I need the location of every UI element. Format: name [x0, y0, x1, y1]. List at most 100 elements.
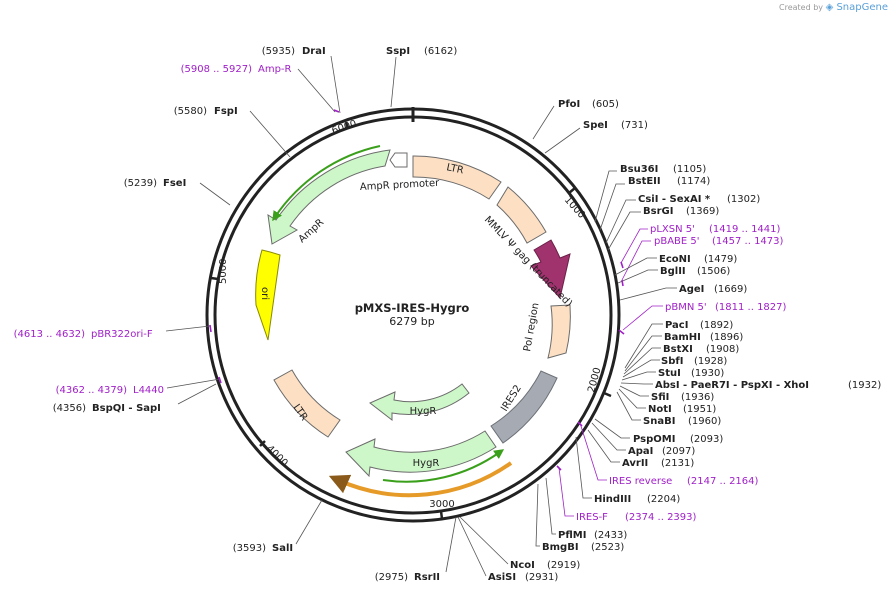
site-bsu36i[interactable]: Bsu36I (1105) — [620, 164, 706, 175]
leader-asisi — [457, 516, 487, 577]
site-bglii[interactable]: BglII (1506) — [660, 266, 730, 277]
site-bspqi-sapi[interactable]: (4356) BspQI - SapI — [53, 403, 161, 414]
site-pflmi[interactable]: PflMI (2433) — [558, 530, 627, 541]
site-sfii[interactable]: SfiI (1936) — [651, 392, 714, 403]
site-hindiii[interactable]: HindIII (2204) — [594, 494, 680, 505]
site-pfoi[interactable]: PfoI (605) — [558, 99, 619, 110]
site-bsrgi-name: BsrGI — [643, 206, 673, 217]
site-sspi-name: SspI — [386, 46, 410, 57]
site-apai[interactable]: ApaI (2097) — [628, 446, 695, 457]
feature-label-hygr-long: HygR — [413, 458, 440, 469]
site-fsei-pos: (5239) — [124, 178, 157, 189]
leader-csii — [605, 199, 636, 244]
site-bglii-name: BglII — [660, 266, 686, 277]
site-pflmi-pos: (2433) — [594, 530, 627, 541]
feature-label-pol: Pol region — [522, 302, 541, 353]
site-sali[interactable]: (3593) SalI — [233, 543, 293, 554]
plasmid-size: 6279 bp — [389, 315, 434, 328]
site-sfii-pos: (1936) — [681, 392, 714, 403]
site-stui[interactable]: StuI (1930) — [658, 368, 724, 379]
site-drai-name: DraI — [302, 46, 326, 57]
site-rsrii[interactable]: (2975) RsrII — [375, 572, 440, 583]
site-pspomi[interactable]: PspOMI (2093) — [633, 434, 723, 445]
leader-pfoi — [532, 105, 555, 140]
site-fspi[interactable]: (5580) FspI — [174, 106, 238, 117]
site-pfoi-name: PfoI — [558, 99, 580, 110]
tick-4000 — [259, 440, 266, 447]
leader-pflmi — [545, 477, 556, 535]
site-stui-name: StuI — [658, 368, 681, 379]
primer-bar-ampr — [272, 145, 381, 222]
tick-marks — [210, 121, 612, 520]
leader-l4440 — [166, 378, 221, 389]
leader-bglii — [617, 269, 658, 284]
site-amp-r-name: Amp-R — [258, 64, 292, 75]
leader-ires-reverse — [579, 422, 607, 481]
site-amp-r[interactable]: (5908 .. 5927) Amp-R — [181, 64, 292, 75]
site-fsei[interactable]: (5239) FseI — [124, 178, 187, 189]
site-avrii[interactable]: AvrII (2131) — [622, 458, 694, 469]
tick-label-3000: 3000 — [429, 499, 454, 510]
site-agei[interactable]: AgeI (1669) — [679, 284, 747, 295]
site-asisi-name: AsiSI — [488, 572, 516, 583]
site-sspi[interactable]: SspI (6162) — [386, 46, 457, 57]
feature-label-ampr: AmpR — [297, 217, 327, 245]
site-bsrgi[interactable]: BsrGI (1369) — [643, 206, 719, 217]
primer-bar-hygr — [382, 449, 505, 483]
created-by-text: Created by — [779, 3, 824, 12]
leader-bstxi — [623, 347, 661, 375]
site-ires-f[interactable]: IRES-F (2374 .. 2393) — [576, 512, 697, 523]
site-absi-group[interactable]: AbsI - PaeR7I - PspXI - XhoI (1932) — [655, 380, 881, 391]
site-pbabe[interactable]: pBABE 5' (1457 .. 1473) — [654, 236, 784, 247]
leader-econi — [614, 257, 657, 276]
leader-fspi — [249, 110, 291, 158]
leader-sfii — [619, 385, 649, 397]
site-rsrii-pos: (2975) — [375, 572, 408, 583]
site-fsei-name: FseI — [163, 178, 186, 189]
site-spei[interactable]: SpeI (731) — [583, 120, 648, 131]
site-csii-sexai-name: CsiI - SexAI * — [638, 194, 711, 205]
site-ncoi[interactable]: NcoI (2919) — [510, 560, 580, 571]
site-agei-name: AgeI — [679, 284, 704, 295]
leader-sali — [295, 499, 323, 545]
site-bamhi[interactable]: BamHI (1896) — [664, 332, 743, 343]
site-ires-reverse[interactable]: IRES reverse (2147 .. 2164) — [609, 476, 759, 487]
leader-bspqi — [177, 383, 217, 405]
tick-2000 — [603, 391, 612, 398]
site-pbmn[interactable]: pBMN 5' (1811 .. 1827) — [665, 302, 787, 313]
site-bstxi[interactable]: BstXI (1908) — [663, 344, 739, 355]
feature-label-ltr-right: LTR — [445, 162, 464, 176]
site-bsteii[interactable]: BstEII (1174) — [628, 176, 710, 187]
tick-label-5000: 5000 — [218, 259, 229, 284]
site-stui-pos: (1930) — [691, 368, 724, 379]
leader-drai — [330, 55, 341, 114]
leader-bmgbi — [535, 483, 540, 547]
site-drai[interactable]: (5935) DraI — [262, 46, 326, 57]
site-pspomi-pos: (2093) — [690, 434, 723, 445]
mark-ires-reverse — [577, 421, 583, 427]
site-noti[interactable]: NotI (1951) — [648, 404, 716, 415]
leader-spei — [544, 127, 581, 154]
site-snabi[interactable]: SnaBI (1960) — [643, 416, 721, 427]
tick-1000 — [568, 187, 576, 194]
site-csii-sexai[interactable]: CsiI - SexAI * (1302) — [638, 194, 760, 205]
site-bmgbi[interactable]: BmgBI (2523) — [542, 542, 624, 553]
feature-ires2 — [490, 370, 558, 444]
site-plxsn-pos: (1419 .. 1441) — [709, 224, 781, 235]
site-econi[interactable]: EcoNI (1479) — [659, 254, 737, 265]
site-ncoi-pos: (2919) — [547, 560, 580, 571]
site-paci[interactable]: PacI (1892) — [665, 320, 733, 331]
site-labels: (5935) DraI (5908 .. 5927) Amp-R (5580) … — [14, 46, 882, 583]
site-l4440-name: L4440 — [133, 385, 164, 396]
site-fspi-pos: (5580) — [174, 106, 207, 117]
site-asisi[interactable]: AsiSI (2931) — [488, 572, 558, 583]
site-l4440[interactable]: (4362 .. 4379) L4440 — [56, 385, 164, 396]
site-plxsn[interactable]: pLXSN 5' (1419 .. 1441) — [650, 224, 781, 235]
leader-stui — [621, 371, 656, 381]
leader-paci — [624, 323, 663, 369]
site-pbr322ori-f[interactable]: (4613 .. 4632) pBR322ori-F — [14, 329, 153, 340]
tick-5000 — [210, 276, 219, 281]
leader-pspomi — [594, 418, 630, 439]
site-noti-pos: (1951) — [683, 404, 716, 415]
site-sbfi[interactable]: SbfI (1928) — [661, 356, 727, 367]
